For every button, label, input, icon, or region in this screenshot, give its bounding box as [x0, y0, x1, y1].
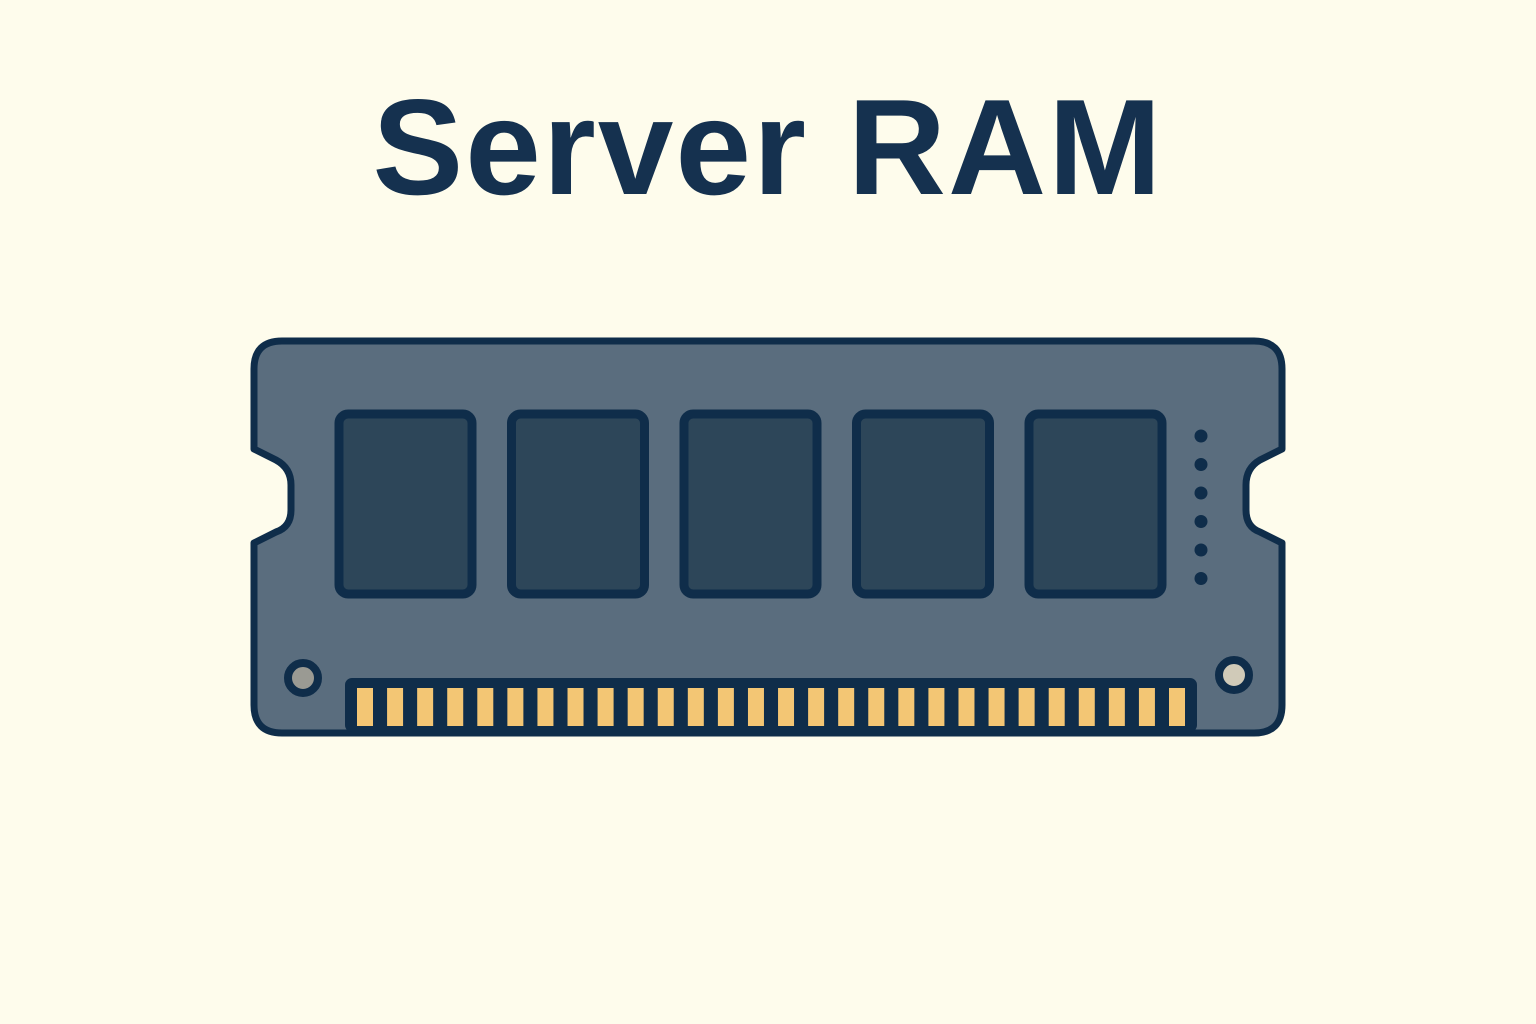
gold-contact — [928, 688, 945, 726]
gold-contact — [507, 688, 524, 726]
gold-contact — [537, 688, 554, 726]
gold-contact — [417, 688, 434, 726]
gold-contact — [838, 688, 855, 726]
status-led-dot — [1194, 515, 1208, 528]
gold-contact — [1108, 688, 1125, 726]
gold-contact — [387, 688, 404, 726]
memory-chip — [679, 409, 822, 599]
status-led-dots — [1194, 429, 1208, 585]
gold-contact — [477, 688, 494, 726]
mounting-hole — [284, 659, 322, 697]
gold-contact — [717, 688, 734, 726]
gold-contact — [808, 688, 825, 726]
gold-contact — [1078, 688, 1095, 726]
gold-contact — [687, 688, 704, 726]
gold-contact — [597, 688, 614, 726]
gold-contact — [657, 688, 674, 726]
status-led-dot — [1194, 458, 1208, 471]
gold-contact — [898, 688, 915, 726]
memory-chip — [334, 409, 477, 599]
gold-contact — [357, 688, 373, 726]
contact-strip — [345, 678, 1197, 732]
gold-contact — [627, 688, 644, 726]
gold-contact — [1018, 688, 1035, 726]
memory-chip — [852, 409, 994, 599]
gold-contact — [447, 688, 464, 726]
gold-contact — [1169, 688, 1185, 726]
gold-contacts — [357, 688, 1185, 726]
status-led-dot — [1194, 572, 1208, 585]
gold-contact — [1048, 688, 1065, 726]
gold-contact — [778, 688, 795, 726]
memory-chip — [1024, 409, 1167, 599]
gold-contact — [567, 688, 584, 726]
gold-contact — [747, 688, 764, 726]
status-led-dot — [1194, 543, 1208, 557]
memory-chip — [507, 409, 649, 599]
gold-contact — [988, 688, 1005, 726]
gold-contact — [1138, 688, 1155, 726]
status-led-dot — [1194, 429, 1208, 443]
page-title: Server RAM — [372, 71, 1164, 223]
gold-contact — [868, 688, 885, 726]
status-led-dot — [1194, 486, 1208, 500]
mounting-hole — [1215, 656, 1253, 694]
gold-contact — [958, 688, 975, 726]
memory-chips — [334, 409, 1167, 599]
mounting-holes — [284, 656, 1253, 697]
